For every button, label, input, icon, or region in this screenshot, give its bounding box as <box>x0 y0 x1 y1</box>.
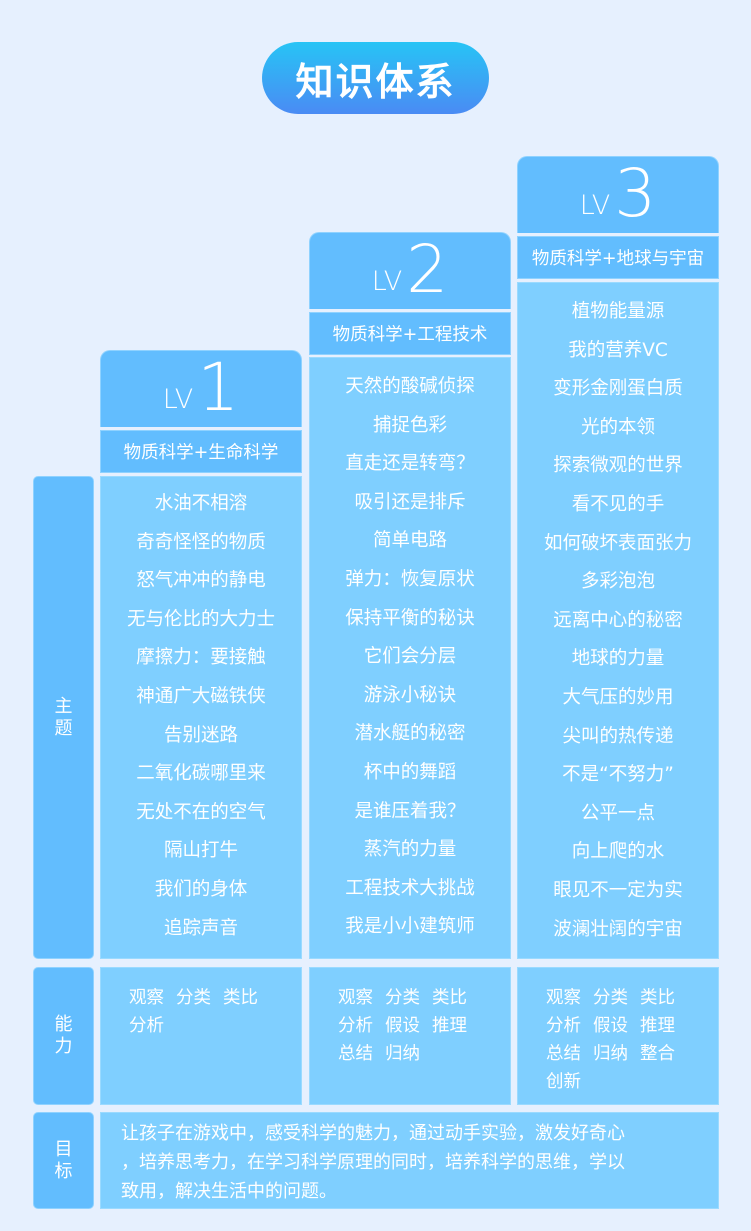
level-2-abilities: 观察分类类比 分析假设推理 总结归纳 <box>309 967 511 1105</box>
ability-tag: 归纳 <box>593 1044 628 1064</box>
ability-tag: 观察 <box>546 988 581 1008</box>
topic-item: 变形金刚蛋白质 <box>553 378 683 400</box>
ability-tag: 分析 <box>129 1016 164 1036</box>
topic-item: 蒸汽的力量 <box>363 839 457 861</box>
topic-item: 弹力：恢复原状 <box>345 568 475 590</box>
ability-tag: 假设 <box>593 1016 628 1036</box>
topic-item: 游泳小秘诀 <box>363 684 457 706</box>
level-3-header: LV 3 <box>517 156 719 233</box>
row-label-char: 题 <box>54 717 73 739</box>
row-label-char: 目 <box>54 1138 73 1160</box>
topic-item: 奇奇怪怪的物质 <box>136 531 266 553</box>
topic-item: 隔山打牛 <box>163 840 238 862</box>
ability-tag: 类比 <box>223 988 258 1008</box>
ability-tag: 观察 <box>338 988 373 1008</box>
level-2-subtitle: 物质科学+工程技术 <box>309 312 511 355</box>
topic-item: 无与伦比的大力士 <box>126 608 275 630</box>
topic-item: 摩擦力：要接触 <box>136 647 266 669</box>
topic-item: 简单电路 <box>372 530 447 552</box>
ability-tag: 观察 <box>129 988 164 1008</box>
row-label-char: 力 <box>54 1036 73 1057</box>
level-2-header: LV 2 <box>309 232 511 309</box>
level-2-topics: 天然的酸碱侦探 捕捉色彩 直走还是转弯？ 吸引还是排斥 简单电路 弹力：恢复原状… <box>309 357 511 959</box>
topic-item: 吸引还是排斥 <box>354 491 466 513</box>
topic-item: 地球的力量 <box>571 648 665 670</box>
level-number: 1 <box>197 349 240 426</box>
level-3-abilities: 观察分类类比 分析假设推理 总结归纳整合 创新 <box>517 967 719 1105</box>
ability-tag: 总结 <box>338 1044 373 1064</box>
ability-tag: 整合 <box>640 1044 675 1064</box>
goal-line: ，培养思考力，在学习科学原理的同时，培养科学的思维，学以 <box>121 1152 625 1173</box>
topic-item: 怒气冲冲的静电 <box>136 570 266 592</box>
level-1-abilities: 观察分类类比 分析 <box>100 967 302 1105</box>
level-prefix: LV <box>162 384 194 415</box>
level-1-header: LV 1 <box>100 350 302 427</box>
topic-item: 神通广大磁铁侠 <box>136 685 266 707</box>
ability-tag: 分类 <box>385 988 420 1008</box>
row-label-topics: 主 题 <box>33 476 94 959</box>
level-3-subtitle: 物质科学+地球与宇宙 <box>517 236 719 279</box>
page-title: 知识体系 <box>262 42 489 114</box>
topic-item: 捕捉色彩 <box>372 414 447 436</box>
topic-item: 无处不在的空气 <box>136 801 266 823</box>
topic-item: 直走还是转弯？ <box>345 453 475 475</box>
topic-item: 潜水艇的秘密 <box>354 723 466 745</box>
topic-item: 如何破坏表面张力 <box>543 532 692 554</box>
ability-tag: 分类 <box>593 988 628 1008</box>
topic-item: 光的本领 <box>580 416 655 438</box>
row-label-char: 主 <box>54 695 73 717</box>
topic-item: 它们会分层 <box>363 646 457 668</box>
topic-item: 工程技术大挑战 <box>345 877 475 899</box>
row-label-goal: 目 标 <box>33 1112 94 1209</box>
topic-item: 探索微观的世界 <box>553 455 683 477</box>
topic-item: 植物能量源 <box>571 301 665 322</box>
row-label-char: 标 <box>54 1160 73 1182</box>
level-1-subtitle: 物质科学+生命科学 <box>100 430 302 473</box>
level-1-topics: 水油不相溶 奇奇怪怪的物质 怒气冲冲的静电 无与伦比的大力士 摩擦力：要接触 神… <box>100 476 302 959</box>
topic-item: 追踪声音 <box>163 917 238 939</box>
ability-tag: 假设 <box>385 1016 420 1036</box>
topic-item: 向上爬的水 <box>571 841 665 863</box>
topic-item: 告别迷路 <box>163 724 238 746</box>
topic-item: 保持平衡的秘诀 <box>345 607 475 629</box>
ability-tag: 类比 <box>640 988 675 1008</box>
ability-tag: 推理 <box>640 1016 675 1036</box>
topic-item: 大气压的妙用 <box>562 686 674 708</box>
topic-item: 多彩泡泡 <box>580 571 655 593</box>
topic-item: 天然的酸碱侦探 <box>345 376 475 397</box>
row-label-abilities: 能 力 <box>33 967 94 1105</box>
topic-item: 尖叫的热传递 <box>562 725 674 747</box>
topic-item: 我们的身体 <box>154 878 248 900</box>
ability-tag: 创新 <box>546 1072 581 1092</box>
level-number: 3 <box>614 155 657 232</box>
ability-tag: 归纳 <box>385 1044 420 1064</box>
goal-line: 让孩子在游戏中，感受科学的魅力，通过动手实验，激发好奇心 <box>121 1123 625 1144</box>
ability-tag: 总结 <box>546 1044 581 1064</box>
level-3-topics: 植物能量源 我的营养VC 变形金刚蛋白质 光的本领 探索微观的世界 看不见的手 … <box>517 282 719 959</box>
level-prefix: LV <box>579 190 611 221</box>
topic-item: 我的营养VC <box>568 339 668 361</box>
ability-tag: 分析 <box>338 1016 373 1036</box>
row-label-char: 能 <box>54 1014 73 1035</box>
ability-tag: 推理 <box>432 1016 467 1036</box>
ability-tag: 分类 <box>176 988 211 1008</box>
topic-item: 是谁压着我？ <box>354 800 466 822</box>
goal-line: 致用，解决生活中的问题。 <box>121 1181 337 1202</box>
level-prefix: LV <box>371 266 403 297</box>
topic-item: 远离中心的秘密 <box>553 609 683 631</box>
topic-item: 杯中的舞蹈 <box>363 761 457 783</box>
ability-tag: 分析 <box>546 1016 581 1036</box>
topic-item: 眼见不一定为实 <box>553 879 683 901</box>
topic-item: 不是“不努力” <box>562 764 674 786</box>
level-number: 2 <box>406 231 449 308</box>
topic-item: 波澜壮阔的宇宙 <box>553 918 683 940</box>
topic-item: 看不见的手 <box>571 493 665 515</box>
topic-item: 我是小小建筑师 <box>345 916 475 938</box>
topic-item: 水油不相溶 <box>154 493 248 514</box>
goal-text: 让孩子在游戏中，感受科学的魅力，通过动手实验，激发好奇心 ，培养思考力，在学习科… <box>100 1112 719 1209</box>
ability-tag: 类比 <box>432 988 467 1008</box>
topic-item: 公平一点 <box>580 802 655 824</box>
topic-item: 二氧化碳哪里来 <box>136 763 266 785</box>
